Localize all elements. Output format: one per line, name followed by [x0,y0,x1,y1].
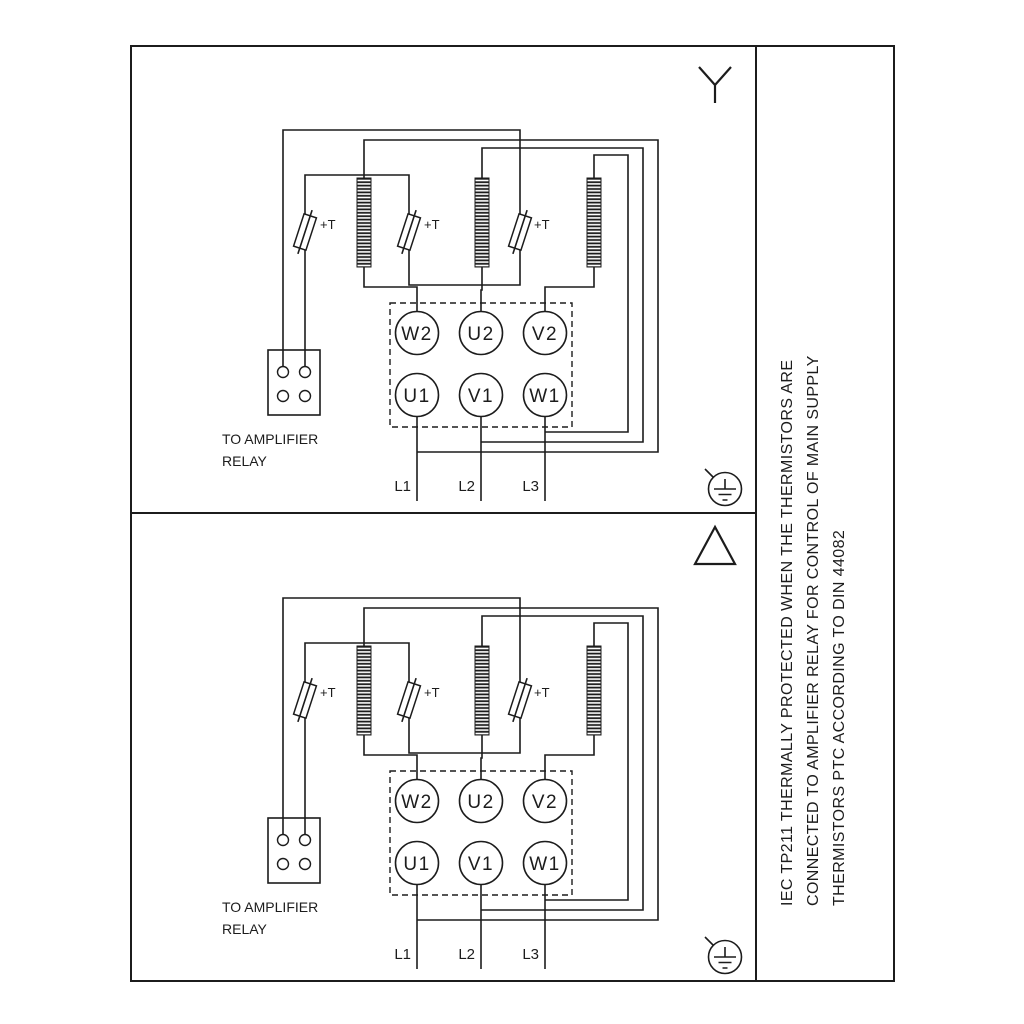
wire [363,735,418,780]
winding-coil [586,645,602,736]
terminal-v1 [458,840,504,886]
thermistor-label: +T [534,217,550,232]
note-line: THERMISTORS PTC ACCORDING TO DIN 44082 [831,529,848,906]
terminal-v2 [522,778,568,824]
relay-pin [276,389,290,403]
relay-pin [298,857,312,871]
wire [481,615,644,911]
relay-pin [298,365,312,379]
terminal-board-outline [389,302,573,428]
relay-pin [276,857,290,871]
ground-icon [704,936,743,975]
relay-note: TO AMPLIFIER [222,431,318,447]
amplifier-relay-connector [267,349,321,416]
winding-coil [474,177,490,268]
wire [304,174,410,210]
thermal-protection-note: IEC TP211 THERMALLY PROTECTED WHEN THE T… [775,355,855,906]
wire [544,267,595,312]
relay-pin [298,389,312,403]
wire [363,139,659,453]
amplifier-relay-connector [267,817,321,884]
wire [282,597,521,834]
thermistor-icon [507,677,533,723]
terminal-label: V2 [532,324,558,345]
terminal-label: V1 [468,386,494,407]
terminal-v2 [522,310,568,356]
wire [363,607,659,921]
wire [545,154,629,433]
terminal-label: U2 [467,792,494,813]
supply-label-l1: L1 [394,946,411,963]
terminal-label: V1 [468,854,494,875]
winding-coil [356,645,372,736]
terminal-w2 [394,310,440,356]
terminal-label: U2 [467,324,494,345]
note-line: IEC TP211 THERMALLY PROTECTED WHEN THE T… [779,359,796,906]
relay-note: RELAY [222,921,268,937]
terminal-label: U1 [403,854,430,875]
terminal-label: U1 [403,386,430,407]
winding-coil [474,645,490,736]
terminal-u1 [394,372,440,418]
thermistor-icon [292,677,318,723]
relay-pin [276,833,290,847]
relay-note: RELAY [222,453,268,469]
wire [408,255,521,286]
terminal-u2 [458,778,504,824]
supply-label-l3: L3 [522,946,539,963]
delta-connection-diagram: +T +T +T W2 U2 V2 U1 V1 W1 TO AMPLIFIER … [222,524,743,975]
terminal-u2 [458,310,504,356]
star-connection-diagram: +T +T +T W2 U2 V2 U1 V1 W1 TO AMPLIFIER … [222,66,743,507]
terminal-label: W2 [401,792,433,813]
sidebar-divider-line [755,45,757,980]
relay-note: TO AMPLIFIER [222,899,318,915]
relay-pin [298,833,312,847]
thermistor-icon [507,209,533,255]
wire [304,642,410,678]
wire [481,147,644,443]
wire [480,735,483,780]
thermistor-label: +T [534,685,550,700]
wire [282,129,521,366]
terminal-w2 [394,778,440,824]
note-line: CONNECTED TO AMPLIFIER RELAY FOR CONTROL… [805,355,822,906]
wire [480,267,483,312]
thermistor-label: +T [424,685,440,700]
terminal-v1 [458,372,504,418]
thermistor-label: +T [320,685,336,700]
supply-label-l2: L2 [458,946,475,963]
relay-pin [276,365,290,379]
terminal-label: W1 [529,854,561,875]
delta-symbol-icon [693,524,737,566]
terminal-label: V2 [532,792,558,813]
winding-coil [356,177,372,268]
terminal-label: W1 [529,386,561,407]
supply-label-l1: L1 [394,478,411,495]
terminal-u1 [394,840,440,886]
terminal-board-outline [389,770,573,896]
thermistor-icon [396,209,422,255]
terminal-w1 [522,840,568,886]
terminal-w1 [522,372,568,418]
supply-label-l2: L2 [458,478,475,495]
panel-divider-line [130,512,757,514]
wire [544,735,595,780]
thermistor-icon [396,677,422,723]
wire [408,723,521,754]
winding-coil [586,177,602,268]
thermistor-label: +T [320,217,336,232]
wire [545,622,629,901]
thermistor-icon [292,209,318,255]
terminal-label: W2 [401,324,433,345]
thermistor-label: +T [424,217,440,232]
supply-label-l3: L3 [522,478,539,495]
star-symbol-icon [698,66,732,103]
wire [363,267,418,312]
ground-icon [704,468,743,507]
